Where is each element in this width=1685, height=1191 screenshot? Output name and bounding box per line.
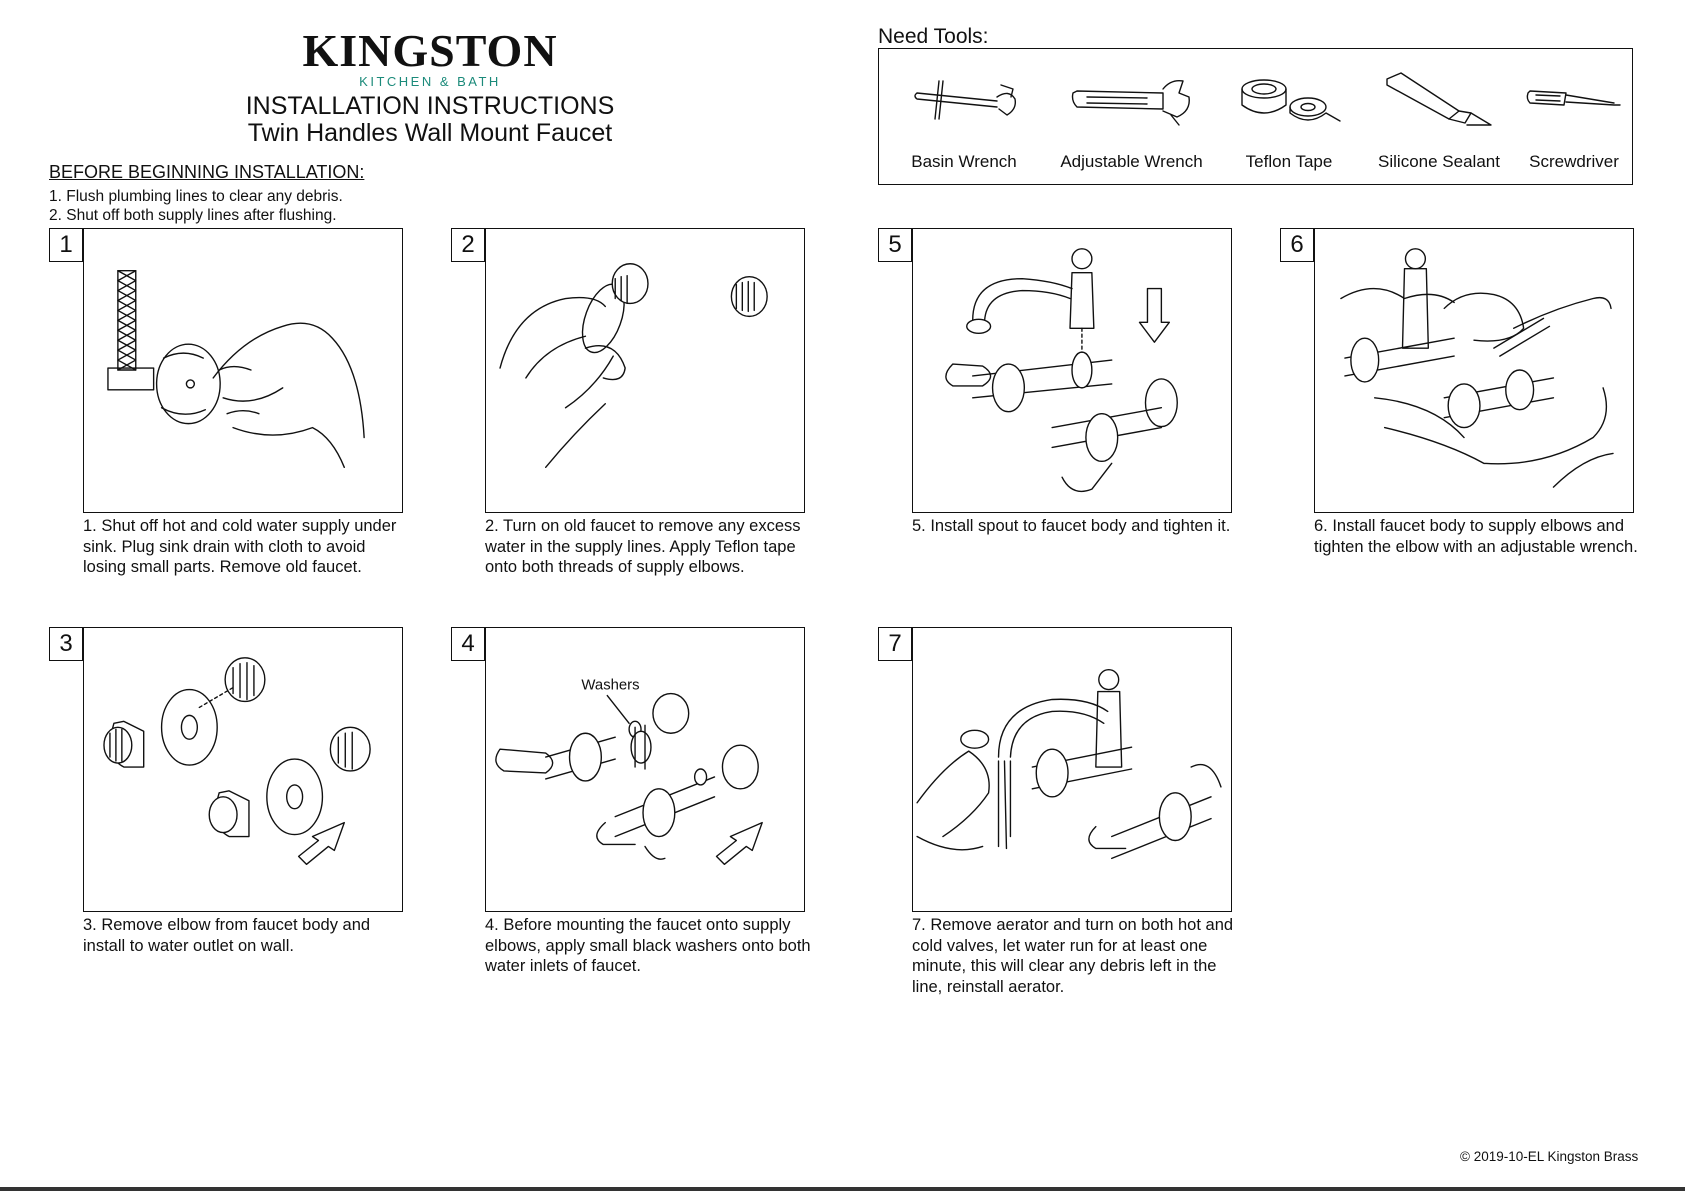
tighten-elbow-icon [1340,248,1614,488]
bottom-rule [0,1187,1685,1191]
step-4-illustration: Washers [485,627,805,912]
basin-wrench-icon [914,80,1017,120]
before-item: 2. Shut off both supply lines after flus… [49,207,337,224]
document-title: INSTALLATION INSTRUCTIONS [245,92,615,120]
step-number: 7 [878,627,912,661]
brand-logo: KINGSTON [302,25,558,76]
teflon-tape-icon [1241,79,1341,122]
document-subtitle: Twin Handles Wall Mount Faucet [247,119,613,147]
brand-subtitle: KITCHEN & BATH [359,74,501,89]
step-7-text: 7. Remove aerator and turn on both hot a… [912,916,1234,996]
step-number: 4 [451,627,485,661]
step-2-text: 2. Turn on old faucet to remove any exce… [485,517,801,576]
tool-label: Teflon Tape [1245,152,1333,171]
step-7-illustration [912,627,1232,912]
step-4-text: 4. Before mounting the faucet onto suppl… [485,916,811,975]
step-5-text: 5. Install spout to faucet body and tigh… [912,517,1231,535]
tool-basin-wrench: Basin Wrench [889,49,1039,186]
tools-heading: Need Tools: [878,25,989,48]
silicone-sealant-icon [1386,72,1492,126]
elbow-removal-icon [103,657,371,866]
step-5-illustration [912,228,1232,513]
step-number: 1 [49,228,83,262]
spout-install-icon [945,248,1178,493]
washer-install-icon: Washers [495,678,763,866]
step-6-text: 6. Install faucet body to supply elbows … [1314,517,1638,556]
step-number: 5 [878,228,912,262]
copyright: © 2019-10-EL Kingston Brass [1460,1149,1639,1164]
step-number: 3 [49,627,83,661]
before-item: 1. Flush plumbing lines to clear any deb… [49,188,343,205]
adjustable-wrench-icon [1071,79,1190,126]
aerator-flush-icon [916,669,1222,860]
step-1-text: 1. Shut off hot and cold water supply un… [83,517,397,576]
step-3-text: 3. Remove elbow from faucet body and ins… [83,916,371,955]
tool-label: Screwdriver [1529,152,1619,171]
step-1-illustration [83,228,403,513]
step-2-illustration [485,228,805,513]
tool-silicone-sealant: Silicone Sealant [1364,49,1514,186]
tool-label: Basin Wrench [911,152,1017,171]
before-heading: BEFORE BEGINNING INSTALLATION: [49,162,365,182]
before-list: 1. Flush plumbing lines to clear any deb… [49,187,343,225]
washers-callout: Washers [581,678,639,694]
shutoff-valve-icon [107,270,365,469]
screwdriver-icon [1526,90,1621,106]
step-6-illustration [1314,228,1634,513]
teflon-tape-elbow-icon [499,263,768,469]
step-number: 6 [1280,228,1314,262]
tool-label: Silicone Sealant [1378,152,1500,171]
step-3-illustration [83,627,403,912]
tool-screwdriver: Screwdriver [1514,49,1634,186]
step-number: 2 [451,228,485,262]
tool-adjustable-wrench: Adjustable Wrench [1044,49,1219,186]
tool-label: Adjustable Wrench [1060,152,1203,171]
tools-box: Basin Wrench Adjustable Wrench Teflon Ta… [878,48,1633,185]
tool-teflon-tape: Teflon Tape [1219,49,1359,186]
